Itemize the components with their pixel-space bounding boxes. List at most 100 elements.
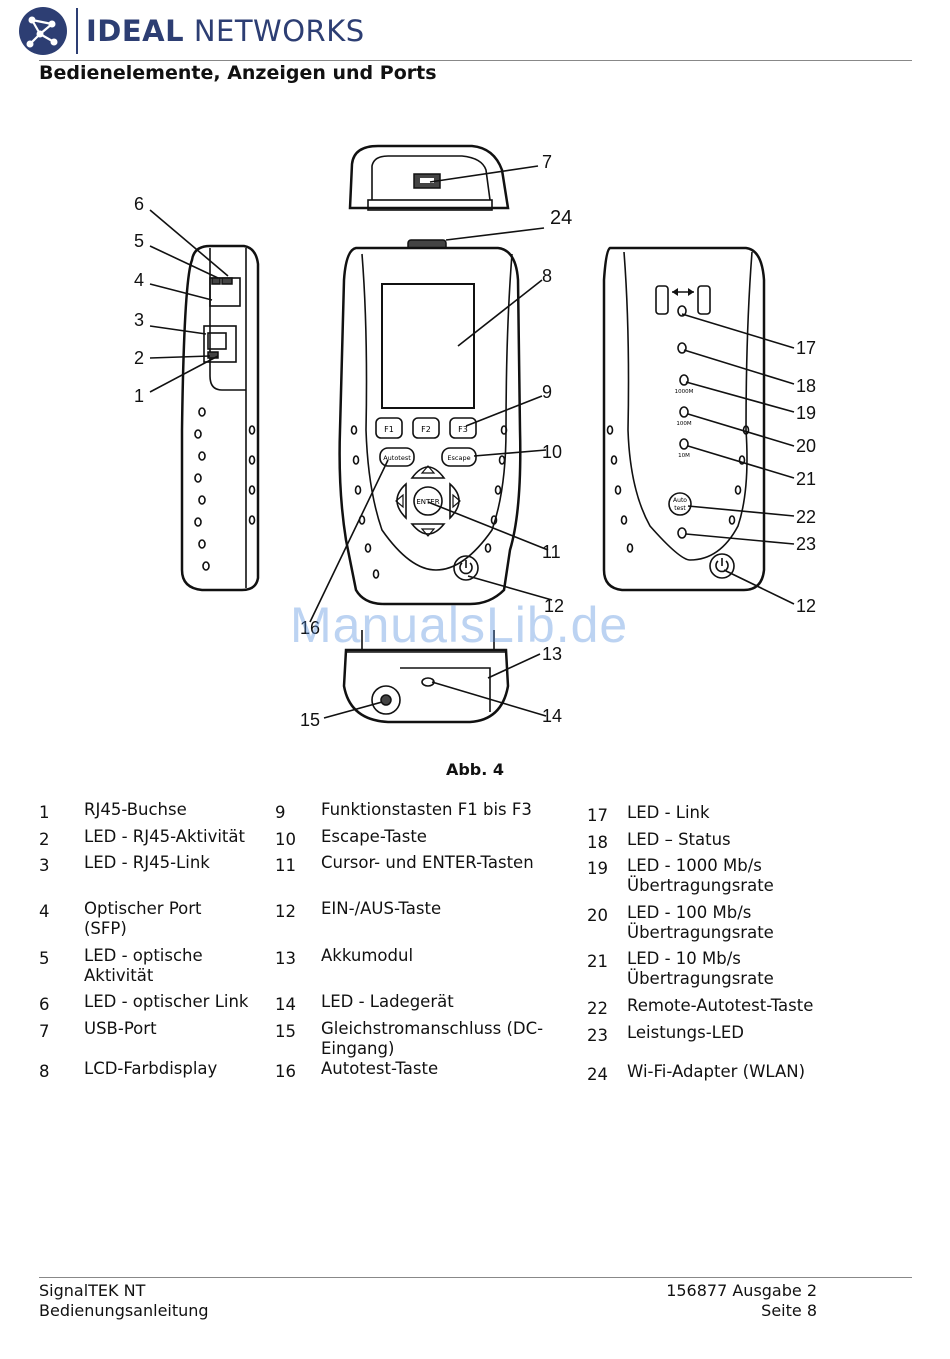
legend-text: LED - RJ45-Link [84, 853, 210, 872]
f3-key-label: F3 [458, 425, 468, 434]
legend-text: Remote-Autotest-Taste [627, 996, 814, 1015]
footer-doc-type: Bedienungsanleitung [39, 1301, 209, 1320]
callout-5: 5 [134, 231, 144, 251]
legend-text: Gleichstromanschluss (DC- Eingang) [321, 1019, 544, 1058]
figure-caption: Abb. 4 [445, 760, 505, 779]
legend-number: 21 [587, 952, 608, 971]
legend-text: Leistungs-LED [627, 1023, 744, 1042]
legend-text: LCD-Farbdisplay [84, 1059, 218, 1078]
legend-text: EIN-/AUS-Taste [321, 899, 442, 918]
section-title: Bedienelemente, Anzeigen und Ports [39, 62, 437, 84]
callout-6: 6 [134, 194, 144, 214]
legend-number: 22 [587, 999, 608, 1018]
legend-number: 5 [39, 949, 50, 968]
footer-right: 156877 Ausgabe 2 Seite 8 [666, 1281, 817, 1321]
function-keys: F1 F2 F3 [375, 417, 477, 439]
device-top-view [348, 144, 510, 211]
f2-key-label: F2 [421, 425, 431, 434]
network-nodes-icon [18, 6, 68, 56]
callout-12-front: 12 [544, 596, 564, 616]
legend-number: 11 [275, 856, 296, 875]
device-diagram: F1 F2 F3 Autotest Escape ENTER [134, 144, 816, 730]
device-front-view: F1 F2 F3 Autotest Escape ENTER [338, 246, 522, 606]
legend-text: Optischer Port (SFP) [84, 899, 202, 938]
link-status-icon [655, 285, 711, 315]
callout-18: 18 [796, 376, 816, 396]
legend-number: 10 [275, 830, 296, 849]
f1-key-label: F1 [384, 425, 394, 434]
legend-text: LED - 10 Mb/s Übertragungsrate [627, 949, 774, 988]
callout-2: 2 [134, 348, 144, 368]
legend-text: LED - Link [627, 803, 710, 822]
callout-12-rear: 12 [796, 596, 816, 616]
legend-number: 6 [39, 995, 50, 1014]
header-rule [39, 60, 912, 61]
watermark: ManualsLib.de [290, 597, 629, 653]
legend-text: Autotest-Taste [321, 1059, 439, 1078]
led-100-label: 100M [676, 421, 691, 427]
legend-text: LED - optischer Link [84, 992, 249, 1011]
footer-left: SignalTEK NT Bedienungsanleitung [39, 1281, 209, 1321]
callout-leaders [149, 165, 795, 719]
legend-text: Escape-Taste [321, 827, 427, 846]
callout-10: 10 [542, 442, 562, 462]
device-bottom-view [342, 630, 510, 724]
legend-text: Wi-Fi-Adapter (WLAN) [627, 1062, 806, 1081]
led-1000-label: 1000M [675, 389, 694, 395]
callout-15: 15 [300, 710, 320, 730]
legend-number: 18 [587, 833, 608, 852]
device-rear-view: 1000M 100M 10M Auto test [602, 246, 766, 592]
brand-divider [76, 8, 78, 54]
legend-number: 1 [39, 803, 50, 822]
legend-text: Cursor- und ENTER-Tasten [321, 853, 534, 872]
legend-text: LED – Status [627, 830, 731, 849]
callout-14: 14 [542, 706, 562, 726]
callout-9: 9 [542, 382, 552, 402]
legend-text: LED - RJ45-Aktivität [84, 827, 245, 846]
legend-text: USB-Port [84, 1019, 157, 1038]
callout-21: 21 [796, 469, 816, 489]
autotest-key-label: Autotest [383, 454, 411, 462]
footer-product: SignalTEK NT [39, 1281, 146, 1300]
svg-text:Auto: Auto [673, 497, 687, 504]
legend-text: Akkumodul [321, 946, 414, 965]
callout-22: 22 [796, 507, 816, 527]
callout-13: 13 [542, 644, 562, 664]
footer-page: Seite 8 [761, 1301, 817, 1320]
callout-11: 11 [542, 542, 561, 562]
legend-number: 9 [275, 803, 286, 822]
legend-number: 12 [275, 902, 296, 921]
footer-rule [39, 1277, 912, 1278]
callout-20: 20 [796, 436, 816, 456]
legend-number: 24 [587, 1065, 608, 1084]
legend-text: LED - 1000 Mb/s Übertragungsrate [627, 856, 774, 895]
callout-4: 4 [134, 270, 144, 290]
callout-3: 3 [134, 310, 144, 330]
led-10-label: 10M [678, 453, 690, 459]
legend-number: 14 [275, 995, 296, 1014]
legend-text: RJ45-Buchse [84, 800, 187, 819]
legend-number: 20 [587, 906, 608, 925]
legend-number: 17 [587, 806, 608, 825]
legend-number: 3 [39, 856, 50, 875]
callout-1: 1 [134, 386, 144, 406]
legend-text: LED - 100 Mb/s Übertragungsrate [627, 903, 774, 942]
svg-text:test: test [674, 505, 686, 512]
footer-edition: 156877 Ausgabe 2 [666, 1281, 817, 1300]
legend-number: 13 [275, 949, 296, 968]
legend-text: Funktionstasten F1 bis F3 [321, 800, 532, 819]
device-left-view [180, 244, 260, 592]
callout-17: 17 [796, 338, 816, 358]
legend-number: 8 [39, 1062, 50, 1081]
callout-24: 24 [550, 207, 572, 229]
callout-numbers: 6 5 4 3 2 1 7 24 8 9 10 11 12 16 13 14 1… [134, 152, 816, 730]
callout-7: 7 [542, 152, 552, 172]
legend-number: 15 [275, 1022, 296, 1041]
legend-text: LED - optische Aktivität [84, 946, 203, 985]
legend-text: LED - Ladegerät [321, 992, 454, 1011]
legend-number: 19 [587, 859, 608, 878]
callout-19: 19 [796, 403, 816, 423]
callout-23: 23 [796, 534, 816, 554]
legend-number: 4 [39, 902, 50, 921]
legend-number: 7 [39, 1022, 50, 1041]
